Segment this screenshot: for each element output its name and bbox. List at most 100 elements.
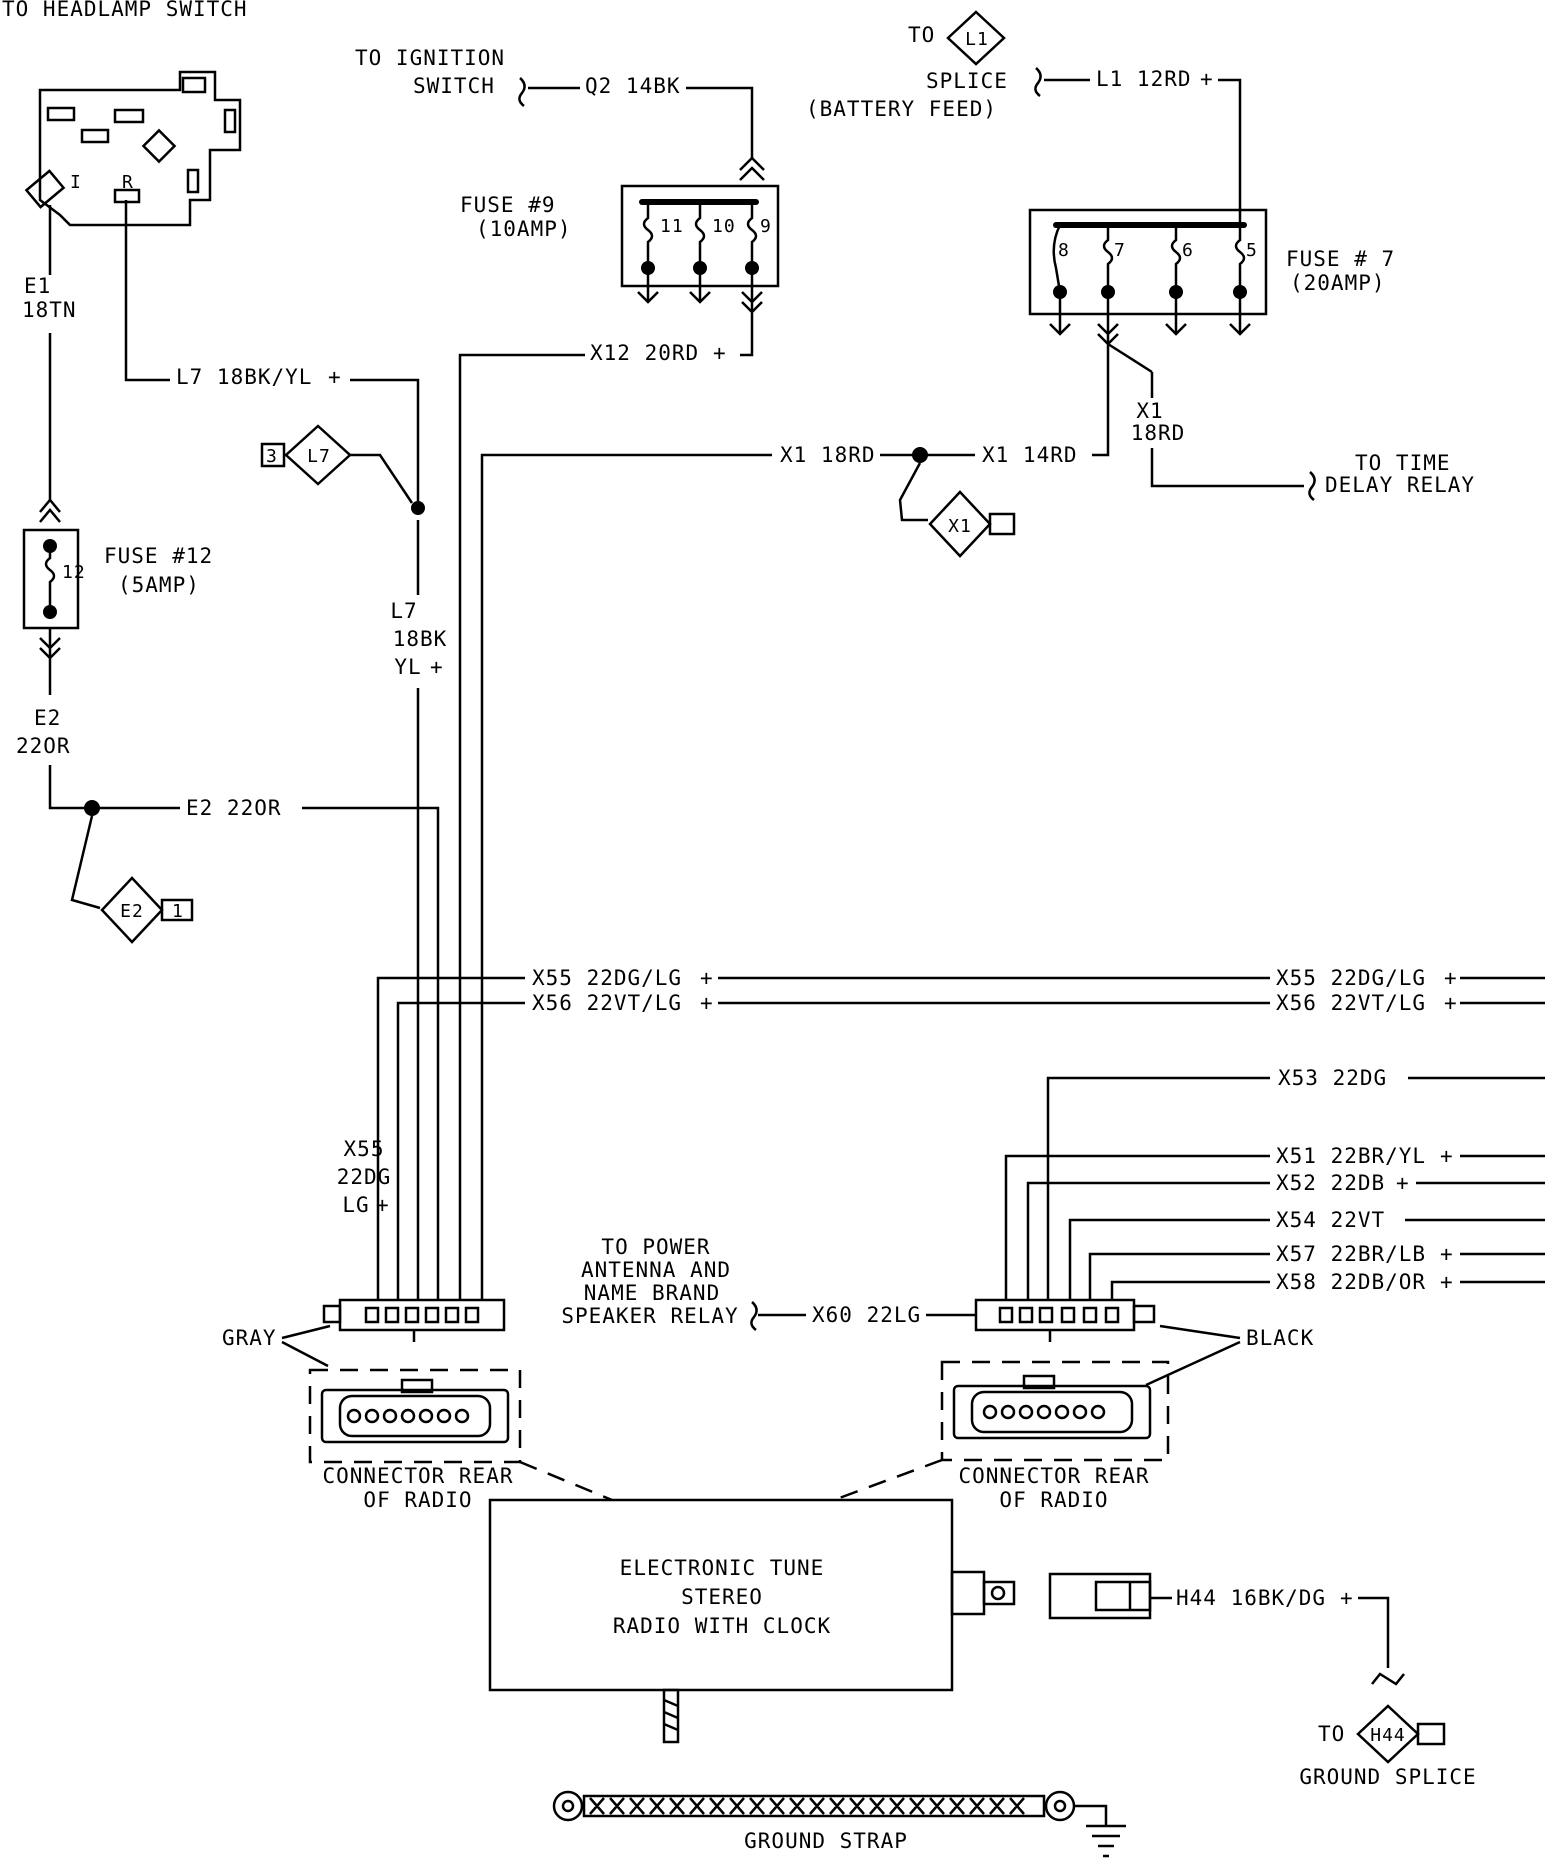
x54-wire <box>1068 1218 1270 1305</box>
black-pointer-2 <box>1145 1340 1241 1387</box>
l7-splice-pin: 3 <box>266 446 278 467</box>
e1-gauge: 18TN <box>22 298 77 322</box>
fuse7-box <box>1028 208 1268 316</box>
ignition-line1: TO IGNITION <box>355 46 505 70</box>
l1-line1: SPLICE <box>926 69 1008 93</box>
x53-wire <box>1046 1076 1270 1305</box>
time-delay-line2: DELAY RELAY <box>1325 473 1475 497</box>
fuse9-pin-9: 9 <box>760 216 772 237</box>
fuse12-input-connector <box>39 498 61 523</box>
l7-v2: 18BK <box>393 627 448 651</box>
l1-splice-marker: + <box>1200 67 1214 91</box>
x53-label: X53 22DG <box>1278 1066 1387 1090</box>
x1-14rd-label: X1 14RD <box>982 443 1078 467</box>
l1-line2: (BATTERY FEED) <box>806 97 997 121</box>
x1-14rd-wire <box>1092 344 1110 457</box>
l7-splice-leader <box>350 453 414 504</box>
l1-connector: L1 <box>965 29 989 50</box>
gray-pointer-1 <box>281 1324 331 1340</box>
fuse7-label2: (20AMP) <box>1290 271 1386 295</box>
gray-pointer-2 <box>281 1340 329 1368</box>
e2-name: E2 <box>34 706 61 730</box>
h44-plug-icon <box>1048 1572 1152 1620</box>
black-label: BLACK <box>1246 1326 1314 1350</box>
x51-wire <box>1004 1154 1270 1305</box>
l1-to: TO <box>908 23 935 47</box>
left-rear-label-2: OF RADIO <box>363 1488 472 1512</box>
l1-break-icon <box>1034 67 1042 97</box>
left-rear-connector-icon <box>320 1378 510 1444</box>
fuse12-label2: (5AMP) <box>118 573 200 597</box>
x52-wire <box>1026 1181 1270 1305</box>
fuse7-label1: FUSE # 7 <box>1286 247 1395 271</box>
fuse7-pin-6: 6 <box>1182 240 1194 261</box>
l7-v3: YL <box>394 655 421 679</box>
fuse12-label1: FUSE #12 <box>104 544 213 568</box>
x56-right-splice-marker: + <box>1444 991 1458 1015</box>
headlamp-pin-i: I <box>70 172 82 193</box>
x1-wire <box>480 453 772 1305</box>
x56-label: X56 22VT/LG <box>532 991 682 1015</box>
l7-splice-name: L7 <box>307 446 331 467</box>
ignition-wire <box>686 86 754 158</box>
l7-v1: L7 <box>390 599 417 623</box>
x1-splice-diamond <box>928 490 992 558</box>
x12-splice-marker: + <box>713 341 727 365</box>
fuse12-bottom-point <box>43 605 57 619</box>
fuse9-label2: (10AMP) <box>476 217 572 241</box>
l7-splice-diamond <box>284 424 352 486</box>
radio-line3: RADIO WITH CLOCK <box>613 1614 831 1638</box>
e2-wire <box>302 806 440 1305</box>
fuse12-output-connector <box>39 628 61 660</box>
antenna-line1: TO POWER <box>601 1235 710 1259</box>
h44-wire-label: H44 16BK/DG <box>1176 1586 1326 1610</box>
x1-splice-pin-box <box>988 512 1016 536</box>
x56-right-label: X56 22VT/LG <box>1276 991 1426 1015</box>
headlamp-switch-icon <box>24 70 242 227</box>
fuse9-input-connector <box>739 156 765 181</box>
e2-splice-point <box>84 800 100 816</box>
x58-wire <box>1110 1280 1270 1305</box>
ground-strap-label: GROUND STRAP <box>744 1829 908 1853</box>
x1-time-delay-wire <box>1150 448 1304 488</box>
l7-wire-label: L7 18BK/YL <box>176 365 312 389</box>
antenna-line2: ANTENNA AND <box>581 1258 731 1282</box>
right-connector-dash <box>833 1458 943 1502</box>
ground-strap-icon <box>552 1790 1076 1822</box>
fuse9-pin-11: 11 <box>660 216 684 237</box>
x1-18rd-branch <box>1107 342 1153 374</box>
radio-antenna-jack-icon <box>950 1570 1016 1616</box>
x55-v-splice-marker: + <box>376 1193 390 1217</box>
black-connector <box>974 1298 1156 1342</box>
l1-wire <box>1218 78 1242 225</box>
x1-splice-leader <box>898 462 928 522</box>
radio-line1: ELECTRONIC TUNE <box>620 1556 825 1580</box>
x57-label: X57 22BR/LB <box>1276 1242 1426 1266</box>
x1-splice-name: X1 <box>948 516 972 537</box>
x55-label: X55 22DG/LG <box>532 966 682 990</box>
x55-right-label: X55 22DG/LG <box>1276 966 1426 990</box>
x51-label: X51 22BR/YL <box>1276 1144 1426 1168</box>
l1-diamond <box>946 10 1006 66</box>
x12-wire <box>458 353 585 1305</box>
e2-gauge: 22OR <box>16 734 71 758</box>
x1-vertical-1: X1 <box>1136 399 1163 423</box>
x58-label: X58 22DB/OR <box>1276 1270 1426 1294</box>
l7-splice-marker: + <box>328 365 342 389</box>
e2-wire-label: E2 22OR <box>186 796 282 820</box>
l1-wire-label: L1 12RD <box>1096 67 1192 91</box>
x54-label: X54 22VT <box>1276 1208 1385 1232</box>
h44-diamond <box>1356 1704 1420 1764</box>
fuse12-pin: 12 <box>62 562 86 583</box>
right-rear-label-2: OF RADIO <box>999 1488 1108 1512</box>
fuse7-pin-8: 8 <box>1058 240 1070 261</box>
e1-name: E1 <box>24 274 51 298</box>
right-rear-connector-frame <box>940 1360 1170 1462</box>
x55-splice-marker: + <box>700 966 714 990</box>
h44-break-icon <box>1371 1672 1405 1686</box>
e2-splice-pin: 1 <box>172 901 184 922</box>
ground-symbol-icon <box>1086 1824 1126 1858</box>
ignition-break-icon <box>518 77 526 107</box>
ignition-wire-label: Q2 14BK <box>585 74 681 98</box>
